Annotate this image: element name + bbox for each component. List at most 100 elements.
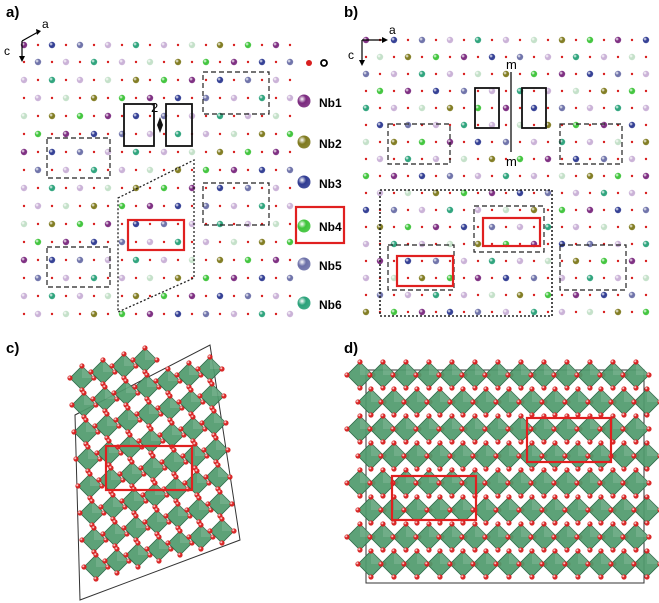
octahedron-c-facet: [191, 390, 203, 402]
oxygen-atom: [633, 493, 639, 499]
oxygen-atom: [506, 386, 512, 392]
nb-atom-panel-b: [390, 206, 398, 214]
nb-atom-panel-b: [502, 138, 510, 146]
nb-atom-panel-b: [488, 189, 496, 197]
nb-atom-panel-b: [614, 172, 622, 180]
oxygen-atom: [598, 494, 604, 500]
oxygen-atom: [518, 493, 524, 499]
legend-label-nb2: Nb2: [319, 137, 342, 151]
oxygen-atom: [460, 440, 466, 446]
nb-atom-panel-a: [132, 112, 140, 120]
oxygen-dot-panel-b: [490, 242, 494, 246]
oxygen-dot-panel-b: [560, 293, 564, 297]
oxygen-atom: [380, 359, 386, 365]
oxygen-dot-panel-b: [532, 191, 536, 195]
nb-atom-panel-b: [502, 308, 510, 316]
legend-label-nb6: Nb6: [319, 298, 342, 312]
oxygen-dot-panel-a: [148, 294, 152, 298]
octahedron-d-facet: [498, 416, 511, 429]
oxygen-atom: [357, 493, 363, 499]
oxygen-dot-panel-a: [162, 60, 166, 64]
oxygen-atom: [96, 477, 102, 483]
oxygen-atom: [506, 466, 512, 472]
oxygen-dot-panel-a: [120, 43, 124, 47]
nb-atom-panel-b: [558, 36, 566, 44]
oxygen-dot-panel-b: [602, 140, 606, 144]
oxygen-dot-panel-b: [504, 55, 508, 59]
octahedron-d-facet: [440, 443, 453, 456]
oxygen-dot-panel-b: [406, 208, 410, 212]
oxygen-dot-panel-a: [190, 312, 194, 316]
oxygen-dot-panel-a: [204, 43, 208, 47]
octahedron-c-facet: [199, 498, 211, 510]
oxygen-atom: [73, 456, 79, 462]
oxygen-dot-panel-b: [546, 106, 550, 110]
octahedron-d-facet: [394, 443, 407, 456]
oxygen-dot-panel-a: [288, 78, 292, 82]
oxygen-dot-panel-b: [518, 106, 522, 110]
octahedron-c-facet: [153, 456, 165, 468]
oxygen-atom: [344, 372, 350, 378]
octahedron-d-facet: [532, 389, 545, 402]
oxygen-atom: [117, 471, 123, 477]
oxygen-atom: [165, 366, 171, 372]
oxygen-atom: [516, 453, 522, 459]
nb-atom-panel-b: [404, 87, 412, 95]
octahedron-d-facet: [360, 470, 373, 483]
oxygen-atom: [460, 574, 466, 580]
nb-atom-panel-a: [272, 220, 280, 228]
oxygen-dot-panel-a: [36, 222, 40, 226]
nb-atom-panel-a: [202, 310, 210, 318]
octahedron-d-facet: [578, 443, 591, 456]
oxygen-atom: [575, 494, 581, 500]
oxygen-atom: [470, 561, 476, 567]
oxygen-atom: [506, 574, 512, 580]
oxygen-atom: [575, 548, 581, 554]
octahedron-d-facet: [463, 389, 476, 402]
oxygen-atom: [87, 471, 93, 477]
oxygen-atom: [413, 480, 419, 486]
nb-atom-panel-b: [418, 172, 426, 180]
octahedron-d-facet: [624, 443, 637, 456]
oxygen-dot-panel-a: [120, 294, 124, 298]
oxygen-dot-panel-a: [36, 258, 40, 262]
nb-atom-panel-b: [614, 240, 622, 248]
oxygen-dot-panel-b: [644, 259, 648, 263]
oxygen-dot-panel-b: [392, 225, 396, 229]
nb-atom-panel-b: [600, 257, 608, 265]
oxygen-atom: [140, 492, 146, 498]
nb-atom-panel-b: [628, 223, 636, 231]
octahedron-d-facet: [360, 524, 373, 537]
oxygen-dot-panel-b: [532, 293, 536, 297]
oxygen-atom: [587, 385, 593, 391]
dashed-cell-a1: [46, 137, 111, 179]
oxygen-dot-panel-a: [218, 168, 222, 172]
oxygen-dot-panel-b: [518, 38, 522, 42]
nb-atom-panel-b: [404, 121, 412, 129]
oxygen-atom: [587, 521, 593, 527]
oxygen-atom: [610, 467, 616, 473]
oxygen-atom: [426, 467, 432, 473]
legend-swatch-nb6: [297, 296, 311, 310]
octahedron-d-facet: [624, 551, 637, 564]
nb-atom-panel-b: [642, 274, 650, 282]
oxygen-dot-panel-a: [106, 168, 110, 172]
octahedron-d-facet: [567, 524, 580, 537]
oxygen-atom: [154, 357, 160, 363]
oxygen-atom: [171, 447, 177, 453]
oxygen-dot-panel-a: [274, 60, 278, 64]
nb-atom-panel-b: [460, 189, 468, 197]
oxygen-atom: [552, 466, 558, 472]
oxygen-atom: [541, 385, 547, 391]
oxygen-atom: [403, 467, 409, 473]
octahedron-d-facet: [498, 362, 511, 375]
oxygen-dot-panel-b: [490, 106, 494, 110]
oxygen-dot-panel-b: [518, 140, 522, 144]
octahedron-c-facet: [128, 408, 140, 420]
oxygen-atom: [460, 520, 466, 526]
oxygen-atom: [644, 440, 650, 446]
oxygen-atom: [633, 547, 639, 553]
axis-a-label-panel-a: a: [42, 17, 49, 31]
nb-atom-panel-a: [146, 202, 154, 210]
oxygen-dot-panel-b: [378, 106, 382, 110]
